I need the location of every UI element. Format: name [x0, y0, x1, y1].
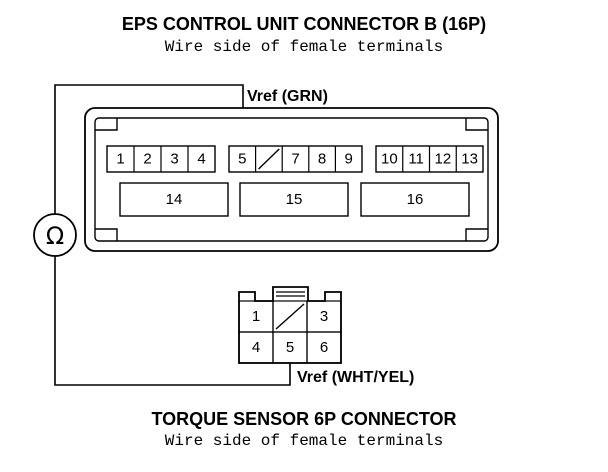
pin-label: 13	[461, 151, 478, 168]
pin-label: 12	[435, 151, 452, 168]
upper-test-lead	[54, 84, 244, 214]
pin-label: 5	[286, 339, 294, 356]
connector-b-inner-wall	[94, 117, 489, 242]
pin-label: 1	[116, 151, 124, 168]
connector-b-subtitle: Wire side of female terminals	[164, 38, 444, 56]
connector-b-title: EPS CONTROL UNIT CONNECTOR B (16P)	[121, 14, 487, 34]
torque-sensor-title: TORQUE SENSOR 6P CONNECTOR	[151, 409, 457, 429]
blank-terminal-slash	[258, 148, 280, 170]
pin-label: 11	[408, 151, 424, 168]
pin-label: 15	[286, 191, 303, 208]
connector-b-housing	[84, 107, 499, 252]
pin-label: 5	[238, 151, 246, 168]
ohm-symbol: Ω	[46, 222, 64, 250]
vref-wht-yel-label: Vref (WHT/YEL)	[297, 369, 414, 386]
pin-label: 2	[143, 151, 151, 168]
pin-label: 8	[318, 151, 326, 168]
torque-sensor-pins: 1 3 4 5 6	[238, 300, 342, 364]
pin-label: 4	[197, 151, 205, 168]
test-leads	[54, 84, 291, 386]
pin-label: 7	[291, 151, 299, 168]
ohmmeter-icon: Ω	[33, 213, 77, 257]
pin-label: 6	[320, 339, 328, 356]
torque-sensor-subtitle: Wire side of female terminals	[164, 432, 444, 450]
pin-label: 9	[345, 151, 353, 168]
pin-label: 14	[166, 191, 183, 208]
blank-terminal-slash	[275, 303, 305, 330]
vref-grn-label: Vref (GRN)	[247, 88, 328, 105]
pin-label: 3	[170, 151, 178, 168]
pin-label: 4	[252, 339, 260, 356]
pin-label: 1	[252, 308, 260, 325]
connector-b-pin-row-2: 14 15 16	[166, 191, 424, 208]
pin-label: 16	[407, 191, 424, 208]
pin-label: 3	[320, 308, 328, 325]
lower-test-lead	[54, 256, 291, 386]
torque-sensor-housing	[238, 286, 342, 364]
pin-label: 10	[381, 151, 398, 168]
torque-sensor-connector: 1 3 4 5 6	[238, 286, 342, 364]
